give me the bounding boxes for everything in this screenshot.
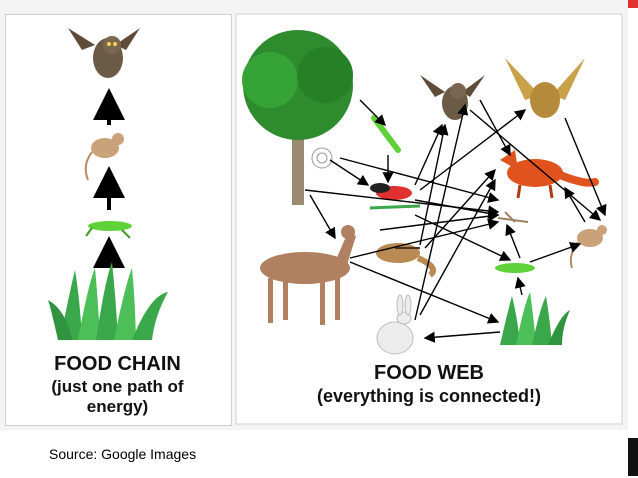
corner-accent-black — [628, 438, 638, 476]
food-web-title: FOOD WEB — [374, 362, 484, 384]
chain-mouse-icon — [84, 133, 124, 181]
web-eagle-owl-icon — [505, 58, 585, 118]
twig-icon — [497, 211, 529, 223]
food-web-subtitle: (everything is connected!) — [316, 386, 542, 406]
source-caption: Source: Google Images — [49, 446, 197, 462]
chipmunk-icon — [376, 243, 436, 278]
food-chain-subtitle-line2: energy) — [86, 396, 149, 416]
food-chain-title: FOOD CHAIN — [54, 353, 181, 375]
web-arrows — [304, 99, 607, 343]
fox-icon — [500, 150, 599, 199]
tree-icon — [242, 30, 353, 205]
food-chain-panel — [5, 14, 232, 426]
chain-grasshopper-icon — [85, 221, 132, 239]
deer-icon — [260, 225, 356, 325]
bird-icon — [369, 183, 421, 210]
web-grass-icon — [500, 292, 570, 345]
corner-accent-red — [628, 0, 638, 8]
chain-grass-icon — [48, 262, 168, 340]
spider-icon — [311, 147, 333, 169]
food-chain-subtitle-line1: (just one path of — [51, 377, 184, 396]
web-grasshopper-bottom-icon — [495, 263, 535, 273]
rabbit-icon — [376, 294, 414, 355]
chain-owl-icon — [68, 28, 140, 78]
food-chain-subtitle: (just one path of energy) — [5, 377, 230, 416]
web-owl-icon — [420, 75, 485, 120]
